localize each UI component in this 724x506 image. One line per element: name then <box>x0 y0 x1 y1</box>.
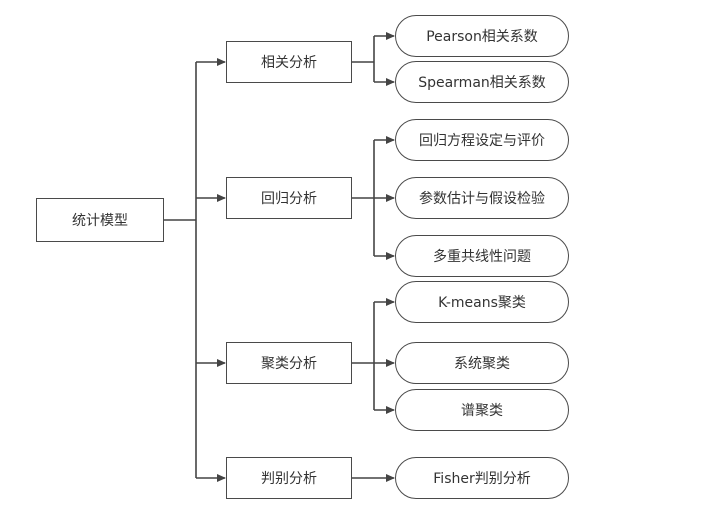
leaf-spectral: 谱聚类 <box>395 389 569 431</box>
category-regression: 回归分析 <box>226 177 352 219</box>
leaf-spearman: Spearman相关系数 <box>395 61 569 103</box>
root-node: 统计模型 <box>36 198 164 242</box>
category-discriminant: 判别分析 <box>226 457 352 499</box>
leaf-regression-equation: 回归方程设定与评价 <box>395 119 569 161</box>
leaf-parameter-estimation: 参数估计与假设检验 <box>395 177 569 219</box>
leaf-kmeans: K-means聚类 <box>395 281 569 323</box>
leaf-hierarchical: 系统聚类 <box>395 342 569 384</box>
category-clustering: 聚类分析 <box>226 342 352 384</box>
leaf-pearson: Pearson相关系数 <box>395 15 569 57</box>
leaf-multicollinearity: 多重共线性问题 <box>395 235 569 277</box>
leaf-fisher: Fisher判别分析 <box>395 457 569 499</box>
category-correlation: 相关分析 <box>226 41 352 83</box>
